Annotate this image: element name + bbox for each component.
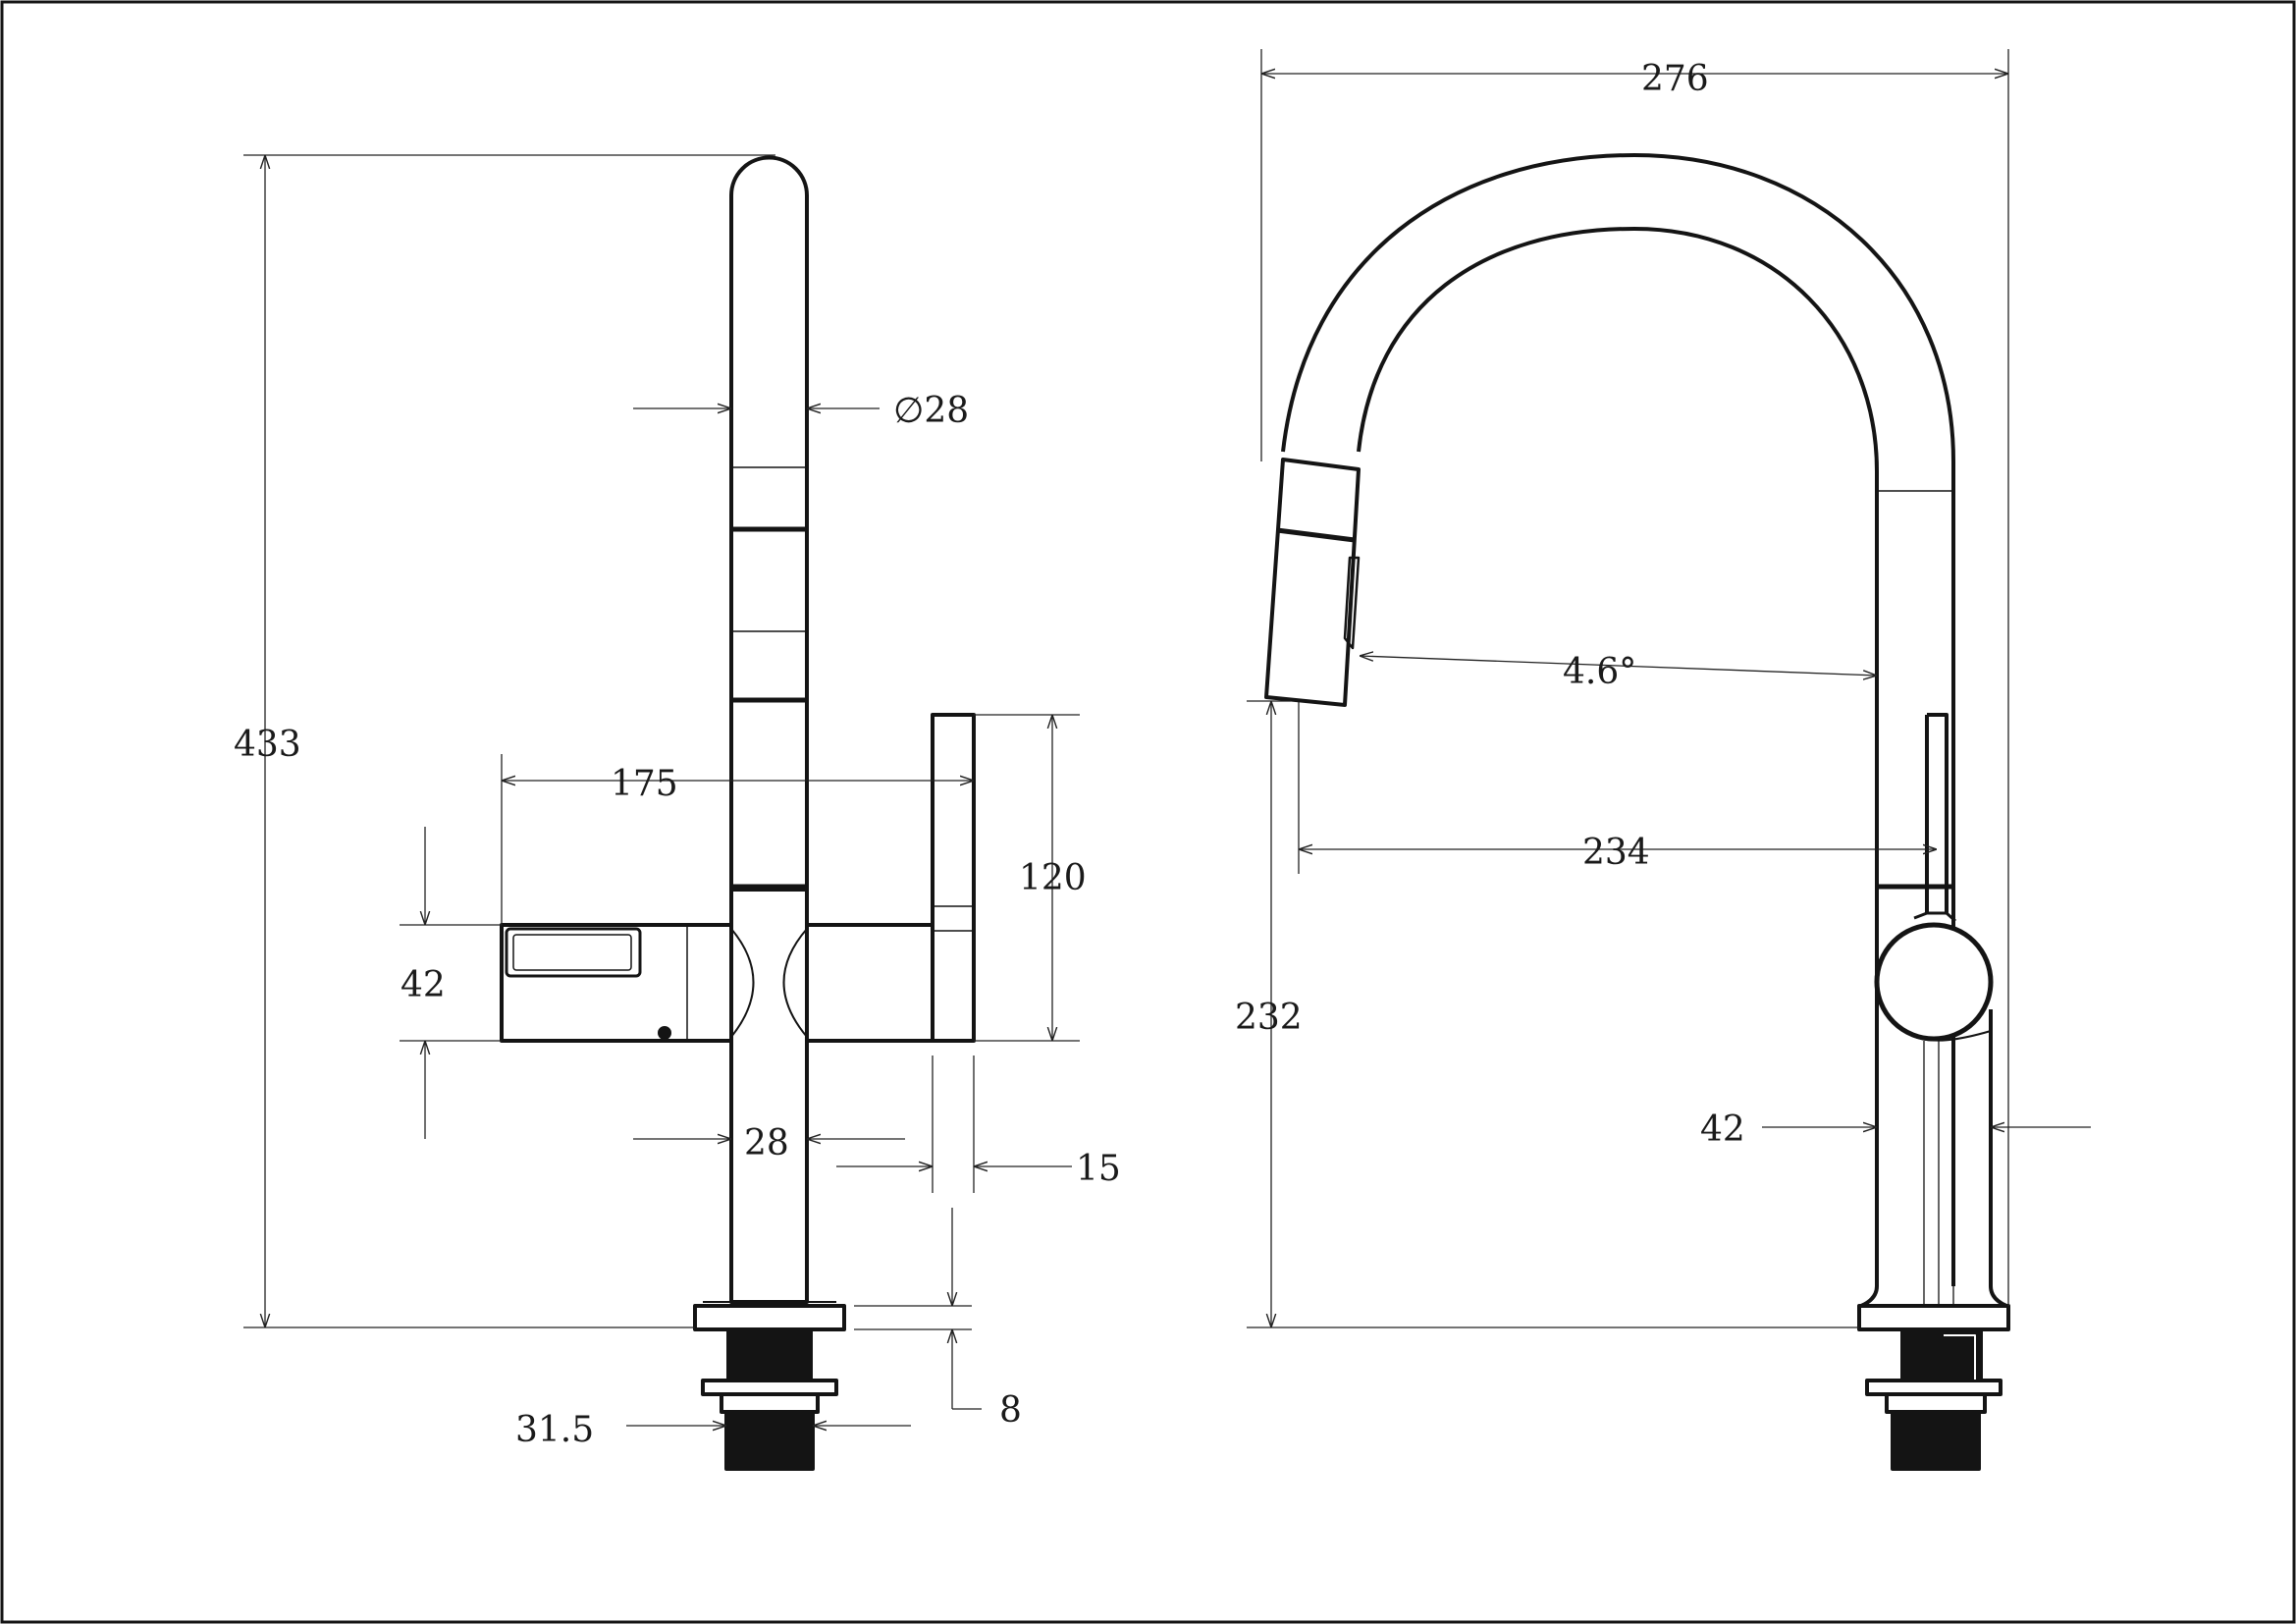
label-spout-diameter: ∅28 <box>893 391 969 431</box>
label-42-body: 42 <box>400 965 446 1005</box>
side-dimensions <box>1247 49 2091 1328</box>
label-8: 8 <box>999 1390 1022 1431</box>
label-232: 232 <box>1235 998 1303 1038</box>
side-spout-outer <box>1281 153 1955 1286</box>
front-dimensions <box>243 154 1080 1426</box>
side-spout-inner <box>1357 227 1879 1286</box>
side-dimension-labels: 276 4.6° 234 232 42 <box>1235 59 1745 1150</box>
label-120: 120 <box>1019 858 1087 898</box>
side-spray-trigger <box>1343 556 1361 650</box>
side-base-flange <box>1857 1304 2010 1331</box>
front-display-inner <box>512 934 632 971</box>
side-lever-knob <box>1874 922 1994 1042</box>
front-base-flange <box>693 1304 846 1331</box>
label-234: 234 <box>1582 833 1650 873</box>
front-shank-collar <box>720 1392 820 1414</box>
side-lever-neck <box>1913 911 1956 923</box>
side-body-curve <box>1876 991 1992 1042</box>
front-mount-nut <box>726 1327 813 1382</box>
front-button-dot <box>658 1026 671 1040</box>
label-15: 15 <box>1076 1149 1121 1189</box>
side-washer <box>1865 1379 2002 1396</box>
side-lever <box>1927 713 1949 913</box>
front-display-window <box>505 927 642 978</box>
front-dimension-labels: 433 ∅28 175 120 42 28 15 8 31.5 <box>234 391 1121 1450</box>
label-31-5: 31.5 <box>515 1410 594 1450</box>
label-4-6-degrees: 4.6° <box>1563 652 1636 692</box>
front-washer <box>701 1379 838 1396</box>
side-mount-nut <box>1900 1327 1983 1382</box>
side-base-top <box>1859 1285 2008 1308</box>
label-42-column: 42 <box>1700 1110 1745 1150</box>
label-433: 433 <box>234 725 301 765</box>
side-view <box>1264 153 2010 1471</box>
side-hose-fitting <box>1944 1334 1976 1380</box>
side-spray-band <box>1276 527 1356 543</box>
front-waist-left <box>730 928 755 1038</box>
label-175: 175 <box>611 764 678 804</box>
front-waist-right <box>782 928 808 1038</box>
front-view <box>500 155 976 1471</box>
front-handle-lever <box>931 713 976 1043</box>
label-28-column: 28 <box>744 1123 789 1164</box>
label-276: 276 <box>1641 59 1709 99</box>
front-spout-column <box>729 155 809 890</box>
front-body-block <box>500 923 934 1043</box>
side-shank-collar <box>1885 1392 1987 1414</box>
front-column-lower <box>729 888 809 1304</box>
side-spray-head <box>1264 458 1361 707</box>
